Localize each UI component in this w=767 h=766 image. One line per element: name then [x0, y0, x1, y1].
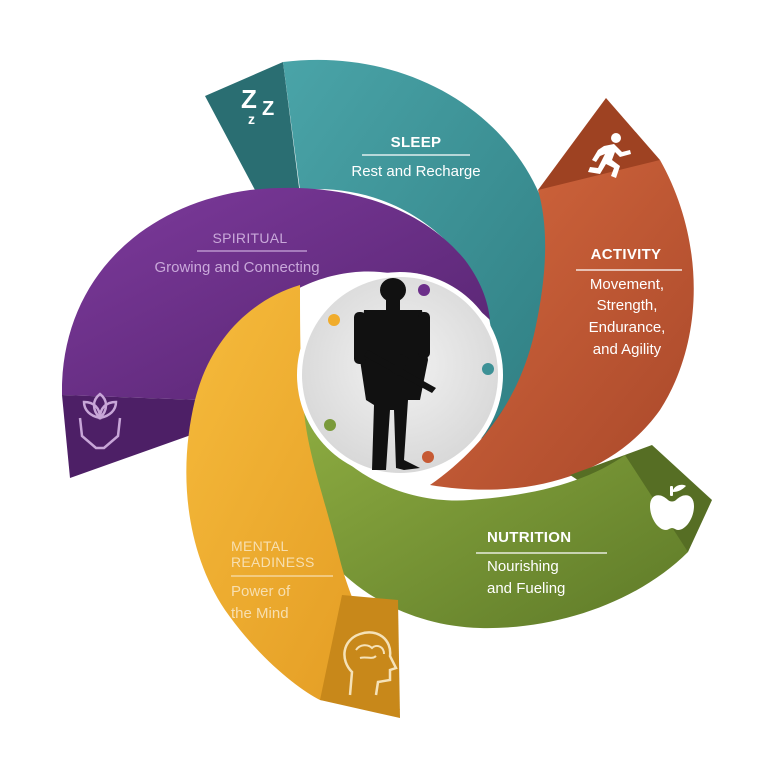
spiritual-subtitle: Growing and Connecting: [154, 259, 319, 276]
sleep-petal-tab: [205, 62, 300, 195]
nutrition-label: NUTRITION Nourishing and Fueling: [476, 529, 607, 597]
soldier-silhouette-icon: [354, 278, 436, 470]
activity-line-3: Endurance,: [589, 319, 666, 336]
activity-line-1: Movement,: [590, 276, 664, 293]
svg-text:Z: Z: [241, 84, 257, 114]
mental-petal: [186, 285, 400, 718]
nutrition-petal-body: [291, 395, 688, 629]
activity-line-4: and Agility: [593, 341, 662, 358]
hands-plant-icon: [78, 392, 122, 450]
mental-label: MENTAL READINESS Power of the Mind: [231, 538, 333, 622]
mental-title-line-1: MENTAL: [231, 538, 289, 554]
center-dot-teal: [482, 363, 494, 375]
spiritual-label: SPIRITUAL Growing and Connecting: [154, 230, 319, 276]
center-dot-purple: [418, 284, 430, 296]
center-dot-green: [324, 419, 336, 431]
spiritual-title: SPIRITUAL: [212, 230, 287, 246]
zzz-icon: Z Z z: [241, 84, 274, 127]
mental-petal-tab: [320, 595, 400, 718]
activity-line-2: Strength,: [597, 297, 658, 314]
sleep-petal-body: [283, 59, 558, 445]
running-person-icon: [588, 133, 631, 178]
svg-text:Z: Z: [262, 98, 274, 120]
activity-petal-body: [430, 160, 694, 490]
apple-icon: [650, 484, 694, 530]
nutrition-title: NUTRITION: [487, 529, 571, 546]
center-dot-orange: [422, 451, 434, 463]
activity-title: ACTIVITY: [591, 246, 662, 263]
brain-head-icon: [343, 631, 398, 696]
nutrition-line-2: and Fueling: [487, 580, 565, 597]
mental-line-2: the Mind: [231, 605, 289, 622]
svg-text:z: z: [248, 111, 255, 127]
nutrition-line-1: Nourishing: [487, 558, 559, 575]
activity-label: ACTIVITY Movement, Strength, Endurance, …: [576, 246, 682, 358]
spiritual-petal-body: [62, 187, 490, 400]
sleep-subtitle: Rest and Recharge: [351, 163, 480, 180]
sleep-label: SLEEP Rest and Recharge: [351, 134, 480, 180]
mental-title-line-2: READINESS: [231, 554, 315, 570]
sleep-title: SLEEP: [391, 134, 442, 151]
center-dot-yellow: [328, 314, 340, 326]
mental-line-1: Power of: [231, 583, 291, 600]
